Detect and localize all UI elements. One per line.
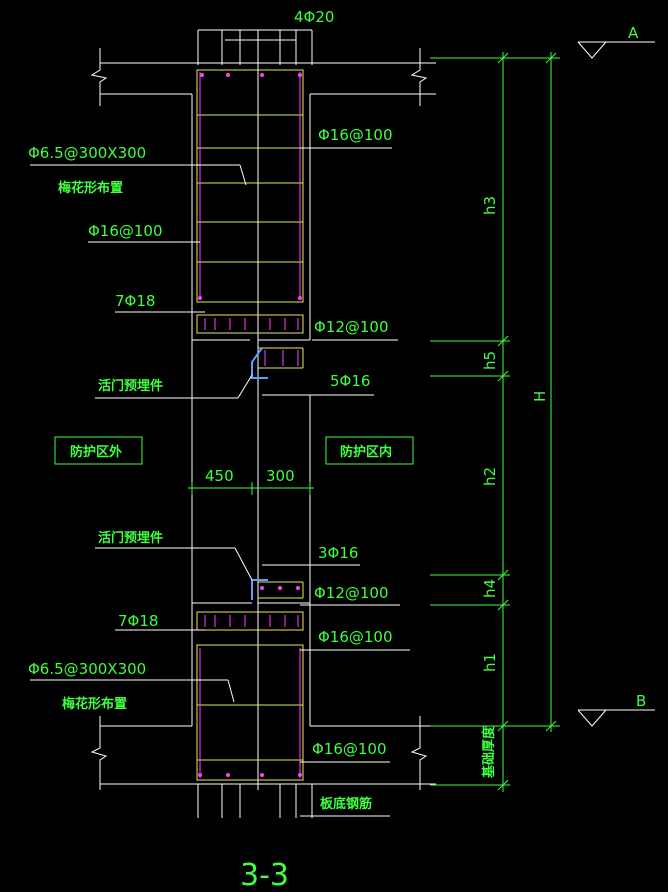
label-door-embed-upper: 活门预埋件 [98, 378, 163, 394]
label-stir-upper-left: Φ16@100 [88, 222, 163, 240]
label-door-embed-lower: 活门预埋件 [98, 530, 163, 546]
label-slab-bottom: 板底钢筋 [320, 796, 372, 812]
label-stir-12-upper: Φ12@100 [314, 318, 389, 336]
label-tie-upper: Φ6.5@300X300 [28, 144, 146, 162]
label-zone-outside: 防护区外 [70, 444, 122, 460]
zone-outside-box [54, 436, 143, 465]
rebar-lower [196, 581, 304, 781]
label-bars-5: 5Φ16 [330, 372, 370, 390]
top-slab-outline [90, 29, 436, 106]
label-bars-7-lower: 7Φ18 [118, 612, 158, 630]
rebar-upper [196, 69, 304, 369]
dim-h1: h1 [481, 653, 499, 672]
label-zone-inside: 防护区内 [340, 444, 392, 460]
dim-h3: h3 [481, 196, 499, 215]
dim-total-height: H [531, 391, 549, 402]
wall-outline [90, 60, 436, 818]
label-stir-upper-right: Φ16@100 [318, 126, 393, 144]
label-elevation-a: A [628, 24, 639, 42]
dim-h5: h5 [481, 351, 499, 370]
label-stir-12-lower: Φ12@100 [314, 584, 389, 602]
label-top-bars: 4Φ20 [294, 8, 334, 26]
dimension-lines [188, 41, 655, 792]
label-stir-lower-right: Φ16@100 [318, 628, 393, 646]
rebar-vertical [198, 72, 302, 778]
door-embed-lower [251, 579, 268, 600]
label-width-right: 300 [266, 467, 295, 485]
label-width-left: 450 [205, 467, 234, 485]
label-stir-bottom: Φ16@100 [312, 740, 387, 758]
door-embed-upper [251, 347, 268, 379]
zone-inside-box [325, 436, 414, 465]
label-elevation-b: B [636, 692, 646, 710]
label-tie-lower-note: 梅花形布置 [62, 696, 127, 712]
label-bars-7-upper: 7Φ18 [115, 292, 155, 310]
section-title: 3-3 [240, 858, 289, 892]
dim-h2: h2 [481, 467, 499, 486]
leader-lines [30, 39, 410, 817]
label-bars-3: 3Φ16 [318, 544, 358, 562]
label-tie-upper-note: 梅花形布置 [58, 180, 123, 196]
dim-h4: h4 [481, 579, 499, 598]
label-tie-lower: Φ6.5@300X300 [28, 660, 146, 678]
dim-base-thickness: 基础厚度 [481, 725, 497, 779]
